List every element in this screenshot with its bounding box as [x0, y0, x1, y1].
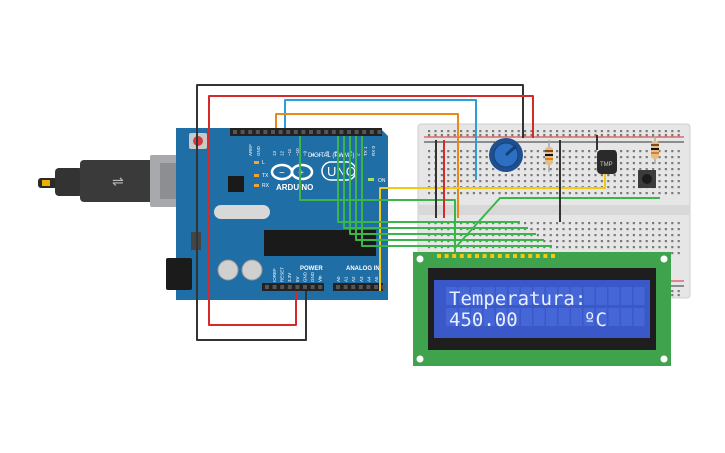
- pin-label: 3.3V: [287, 273, 292, 282]
- pin-label: ~5: [333, 150, 338, 156]
- wire-orange: [275, 113, 459, 218]
- power-jack: [166, 258, 192, 290]
- wire-black-top: [196, 84, 524, 300]
- pin-label: RX 0: [371, 145, 376, 156]
- push-button[interactable]: [638, 170, 656, 188]
- pin-label: GND: [256, 145, 261, 156]
- analog-header: [333, 283, 383, 291]
- sensor-label: TMP: [600, 162, 613, 168]
- lcd-pin-header: [437, 254, 555, 258]
- pin-label: 8: [310, 153, 315, 156]
- lcd-character-cells: [446, 287, 645, 326]
- pin-label: A3: [359, 276, 364, 282]
- pin-label: A2: [351, 276, 356, 282]
- pin-label: ~9: [302, 150, 307, 156]
- wire-green-6: [361, 136, 552, 247]
- pin-label: A5: [374, 276, 379, 282]
- wire-green-5: [355, 136, 544, 241]
- tx-label: TX: [262, 173, 269, 179]
- capacitor-1: [217, 259, 239, 281]
- resistor-1: [545, 140, 553, 172]
- pin-label: 7: [318, 153, 323, 156]
- wire-red-top: [208, 95, 534, 300]
- pin-label: ~6: [325, 150, 330, 156]
- wires: [196, 84, 660, 341]
- wire-green-1: [299, 136, 456, 252]
- wire-green-2: [337, 136, 520, 223]
- on-label: ON: [378, 178, 386, 184]
- wire-black-bottom: [196, 291, 307, 341]
- digital-label: DIGITAL (PWM~): [308, 153, 355, 159]
- wire-green-3: [343, 136, 528, 229]
- capacitor-2: [241, 259, 263, 281]
- pin-label: Vin: [318, 275, 323, 282]
- lcd-line-1: Temperatura:: [449, 288, 586, 310]
- lcd-line-2-unit: ºC: [584, 309, 607, 331]
- pin-label: GND: [310, 271, 315, 282]
- analog-label: ANALOG IN: [346, 266, 380, 272]
- arduino-board: − + ARDUINO UNO DIGITAL (PWM~) POWER ANA…: [166, 128, 388, 300]
- pin-label: 5V: [295, 276, 300, 282]
- resistor-2: [651, 136, 659, 164]
- wire-green-4: [349, 136, 536, 235]
- pin-label: A4: [366, 276, 371, 282]
- pin-label: RESET: [280, 267, 285, 282]
- wire-green-7: [454, 197, 660, 252]
- pin-label: 13: [272, 150, 277, 156]
- pin-label: IOREF: [272, 268, 277, 282]
- pin-label: A0: [336, 276, 341, 282]
- pin-label: AREF: [248, 144, 253, 156]
- pin-label: GND: [302, 271, 307, 282]
- pin-label: TX 1: [363, 146, 368, 156]
- temperature-sensor: TMP: [597, 150, 617, 174]
- power-header: [262, 283, 324, 291]
- pin-label: A1: [344, 276, 349, 282]
- pin-label: 12: [280, 150, 285, 156]
- usb-chip: [228, 176, 244, 192]
- potentiometer[interactable]: [489, 138, 523, 172]
- pin-label: ~11: [287, 148, 292, 156]
- pin-label: 2: [356, 153, 361, 156]
- pin-label: ~10: [295, 148, 300, 156]
- l-label: L: [262, 160, 265, 166]
- rx-label: RX: [262, 183, 270, 189]
- usb-icon: ⇌: [112, 174, 124, 190]
- lcd-module: Temperatura: 450.00 ºC: [413, 252, 671, 366]
- arduino-brand: ARDUINO: [276, 183, 313, 192]
- power-label: POWER: [300, 266, 323, 272]
- crystal: [214, 205, 270, 219]
- arduino-model: UNO: [327, 164, 356, 179]
- wire-red-bottom: [208, 291, 297, 326]
- svg-text:−: −: [279, 168, 285, 179]
- pin-label: 4: [340, 153, 345, 156]
- lcd-line-2-value: 450.00: [449, 309, 518, 331]
- digital-header: [230, 128, 382, 136]
